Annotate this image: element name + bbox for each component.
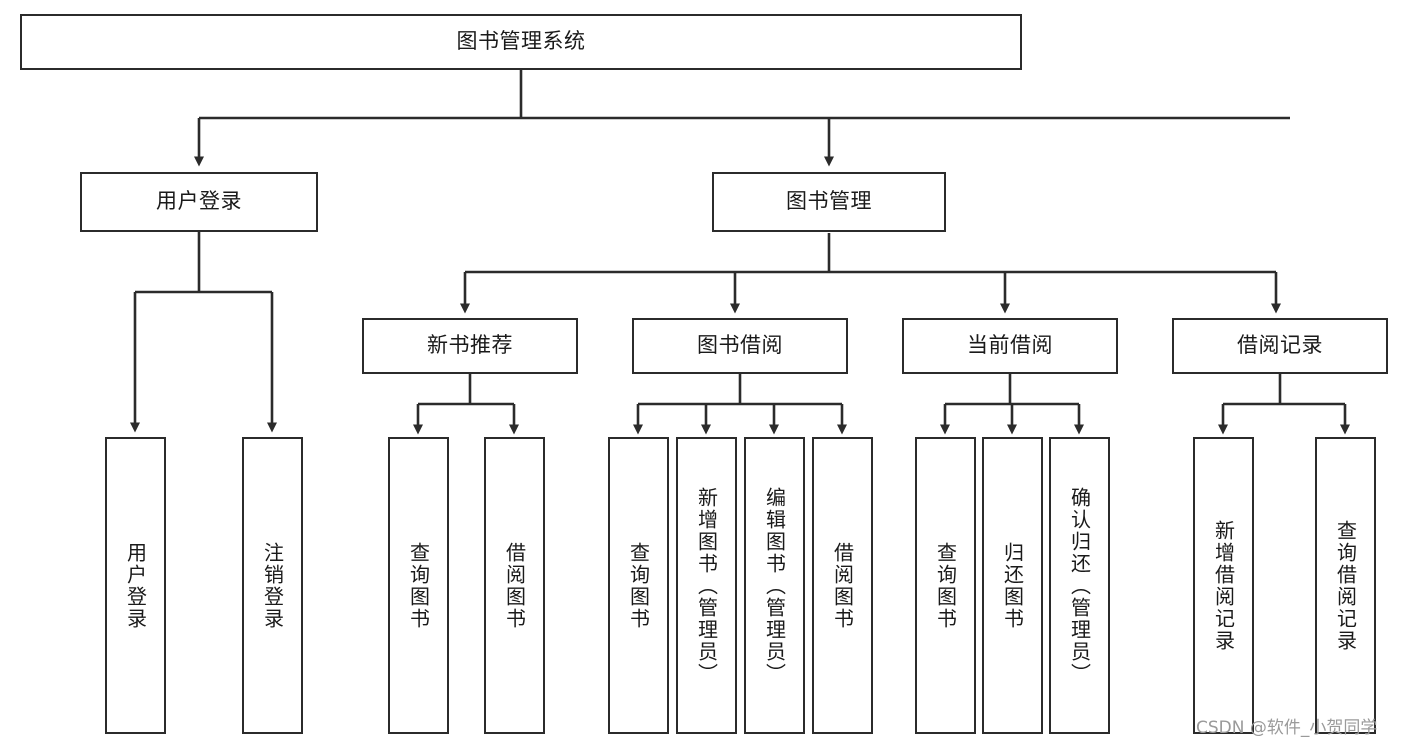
node-leaf-borrow-book-recommend[interactable]: 借阅图书 — [484, 437, 545, 734]
node-leaf-query-borrow-record[interactable]: 查询借阅记录 — [1315, 437, 1376, 734]
csdn-watermark: CSDN @软件_小贺同学 — [1196, 718, 1378, 738]
node-root[interactable]: 图书管理系统 — [20, 14, 1022, 70]
node-book-borrow-label: 图书借阅 — [697, 333, 783, 358]
node-leaf-borrow-book-label: 借阅图书 — [830, 541, 855, 630]
node-leaf-add-book[interactable]: 新增图书（管理员） — [676, 437, 737, 734]
node-user-login-label: 用户登录 — [156, 189, 242, 214]
node-new-book-recommend[interactable]: 新书推荐 — [362, 318, 578, 374]
node-leaf-return-book-label: 归还图书 — [1000, 541, 1025, 630]
node-leaf-query-book-current-label: 查询图书 — [933, 541, 958, 630]
node-leaf-borrow-book-recommend-label: 借阅图书 — [502, 541, 527, 630]
node-leaf-edit-book-label: 编辑图书（管理员） — [762, 486, 787, 685]
node-book-borrow[interactable]: 图书借阅 — [632, 318, 848, 374]
node-leaf-query-book-borrow[interactable]: 查询图书 — [608, 437, 669, 734]
node-leaf-query-book-recommend-label: 查询图书 — [406, 541, 431, 630]
node-borrow-record-label: 借阅记录 — [1237, 333, 1323, 358]
node-new-book-recommend-label: 新书推荐 — [427, 333, 513, 358]
node-leaf-borrow-book[interactable]: 借阅图书 — [812, 437, 873, 734]
node-root-label: 图书管理系统 — [456, 29, 586, 54]
node-leaf-add-borrow-record-label: 新增借阅记录 — [1211, 519, 1236, 652]
node-leaf-edit-book[interactable]: 编辑图书（管理员） — [744, 437, 805, 734]
node-leaf-confirm-return[interactable]: 确认归还（管理员） — [1049, 437, 1110, 734]
node-book-management[interactable]: 图书管理 — [712, 172, 946, 232]
node-leaf-query-book-current[interactable]: 查询图书 — [915, 437, 976, 734]
node-leaf-confirm-return-label: 确认归还（管理员） — [1067, 486, 1092, 685]
node-borrow-record[interactable]: 借阅记录 — [1172, 318, 1388, 374]
node-user-login[interactable]: 用户登录 — [80, 172, 318, 232]
node-leaf-add-borrow-record[interactable]: 新增借阅记录 — [1193, 437, 1254, 734]
node-book-management-label: 图书管理 — [786, 189, 872, 214]
node-current-borrow[interactable]: 当前借阅 — [902, 318, 1118, 374]
node-leaf-logout[interactable]: 注销登录 — [242, 437, 303, 734]
node-leaf-return-book[interactable]: 归还图书 — [982, 437, 1043, 734]
node-leaf-add-book-label: 新增图书（管理员） — [694, 486, 719, 685]
node-leaf-query-book-borrow-label: 查询图书 — [626, 541, 651, 630]
node-leaf-logout-label: 注销登录 — [260, 541, 285, 630]
node-leaf-query-borrow-record-label: 查询借阅记录 — [1333, 519, 1358, 652]
node-leaf-query-book-recommend[interactable]: 查询图书 — [388, 437, 449, 734]
node-current-borrow-label: 当前借阅 — [967, 333, 1053, 358]
node-leaf-user-login-label: 用户登录 — [123, 541, 148, 630]
node-leaf-user-login[interactable]: 用户登录 — [105, 437, 166, 734]
